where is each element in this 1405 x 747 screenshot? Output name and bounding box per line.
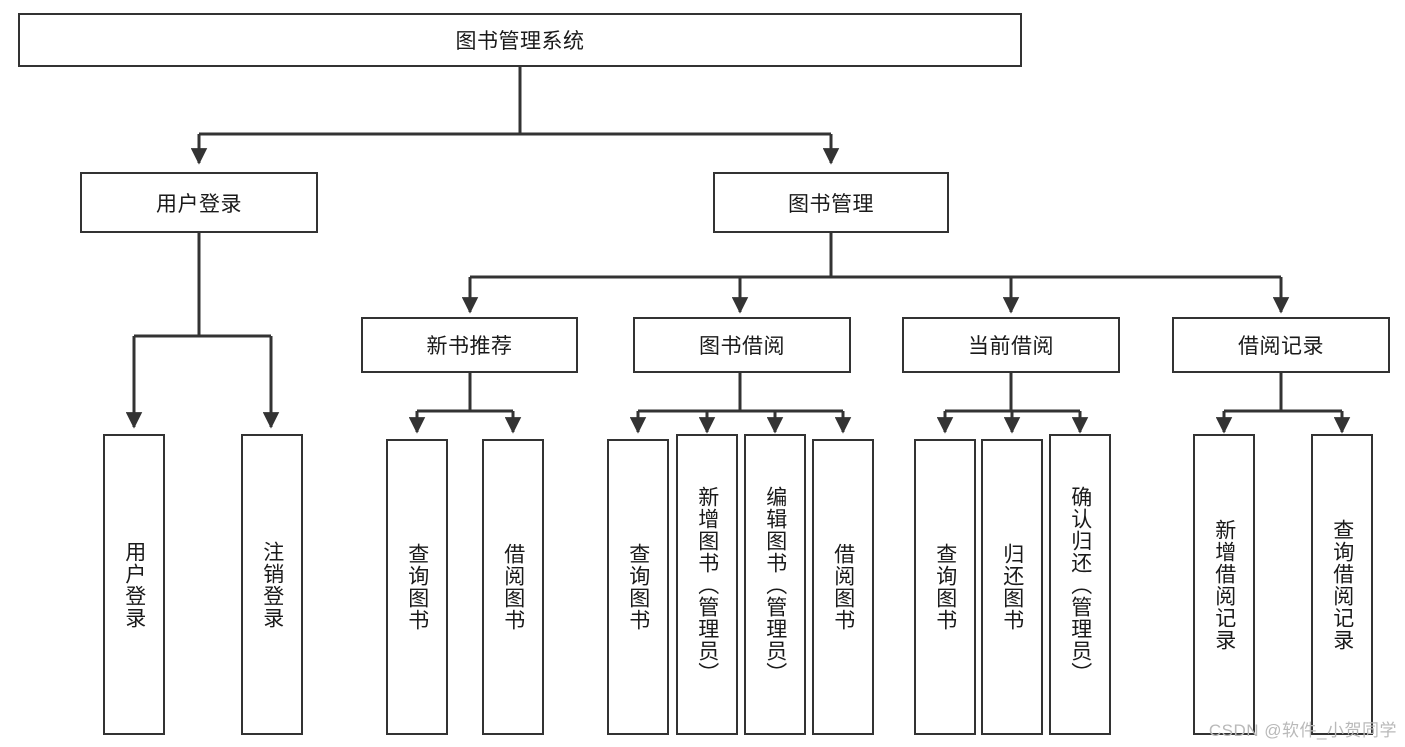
leaf-label: 借阅图书 (831, 543, 855, 631)
node-current-borrow[interactable]: 当前借阅 (902, 317, 1120, 373)
leaf-return-book[interactable]: 归还图书 (981, 439, 1043, 735)
leaf-label: 新增借阅记录 (1212, 518, 1236, 651)
node-book-management[interactable]: 图书管理 (713, 172, 949, 233)
leaf-edit-book[interactable]: 编辑图书（管理员） (744, 434, 806, 735)
leaf-query-book-1[interactable]: 查询图书 (386, 439, 448, 735)
leaf-label: 归还图书 (1000, 543, 1024, 631)
node-user-login[interactable]: 用户登录 (80, 172, 318, 233)
leaf-borrow-book-1[interactable]: 借阅图书 (482, 439, 544, 735)
leaf-user-login[interactable]: 用户登录 (103, 434, 165, 735)
leaf-borrow-book-2[interactable]: 借阅图书 (812, 439, 874, 735)
leaf-label: 用户登录 (122, 540, 146, 629)
leaf-logout-login[interactable]: 注销登录 (241, 434, 303, 735)
leaf-label: 借阅图书 (501, 543, 525, 631)
leaf-label: 注销登录 (260, 540, 284, 629)
leaf-label: 编辑图书（管理员） (763, 485, 787, 684)
leaf-add-record[interactable]: 新增借阅记录 (1193, 434, 1255, 735)
node-borrow-record[interactable]: 借阅记录 (1172, 317, 1390, 373)
leaf-confirm-return[interactable]: 确认归还（管理员） (1049, 434, 1111, 735)
leaf-label: 查询借阅记录 (1330, 518, 1354, 651)
leaf-query-record[interactable]: 查询借阅记录 (1311, 434, 1373, 735)
leaf-label: 查询图书 (405, 543, 429, 631)
leaf-label: 查询图书 (933, 543, 957, 631)
node-new-book-recommend[interactable]: 新书推荐 (361, 317, 578, 373)
leaf-label: 查询图书 (626, 543, 650, 631)
node-root-system[interactable]: 图书管理系统 (18, 13, 1022, 67)
node-book-borrow[interactable]: 图书借阅 (633, 317, 851, 373)
leaf-query-book-2[interactable]: 查询图书 (607, 439, 669, 735)
leaf-query-book-3[interactable]: 查询图书 (914, 439, 976, 735)
leaf-label: 新增图书（管理员） (695, 485, 719, 684)
watermark-text: CSDN @软件_小贺同学 (1208, 721, 1397, 740)
leaf-add-book[interactable]: 新增图书（管理员） (676, 434, 738, 735)
leaf-label: 确认归还（管理员） (1068, 485, 1092, 684)
